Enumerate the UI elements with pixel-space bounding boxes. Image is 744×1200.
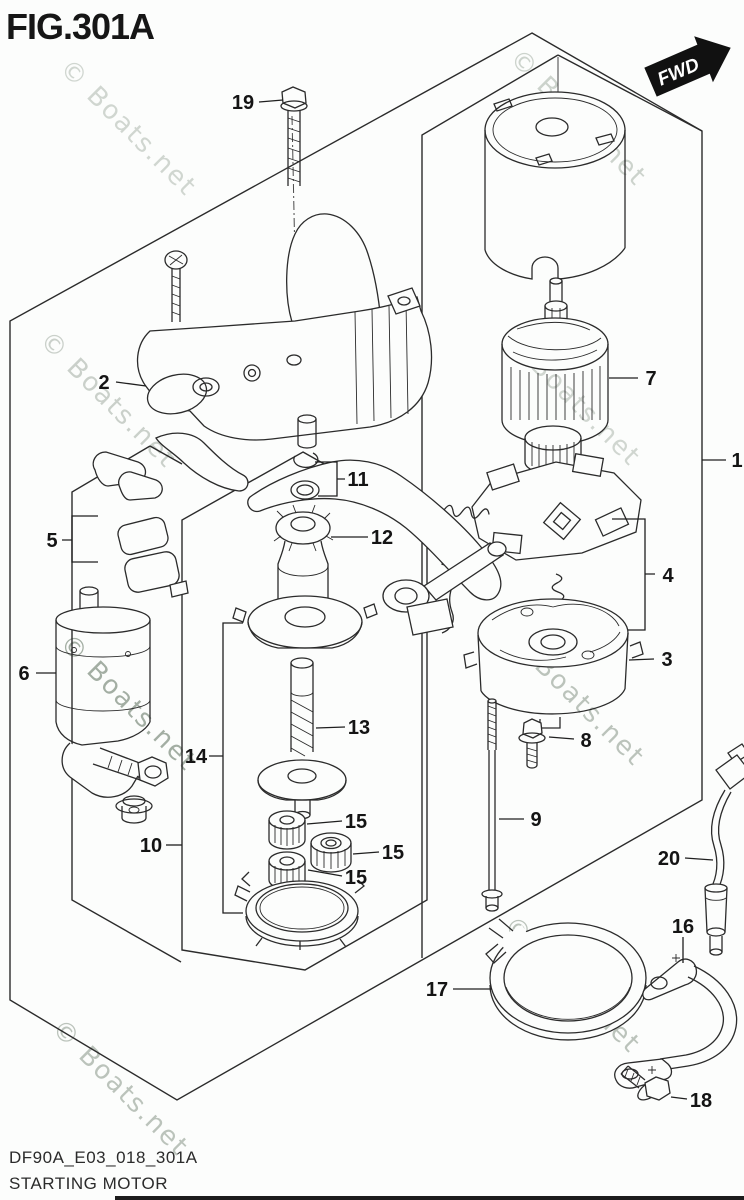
callout-18[interactable]: 18 <box>690 1090 712 1112</box>
flange-bolt-19 <box>280 86 308 186</box>
callout-1[interactable]: 1 <box>731 450 742 472</box>
callout-14[interactable]: 14 <box>185 746 208 768</box>
callout-5[interactable]: 5 <box>46 530 57 552</box>
callout-labels: 1 2 3 4 5 6 7 8 9 10 11 12 13 14 15 15 1… <box>18 92 742 1112</box>
fwd-arrow: FWD <box>644 36 731 97</box>
callout-15a[interactable]: 15 <box>345 811 367 833</box>
ring-gear-cover <box>234 871 365 950</box>
clamp-ring-17 <box>485 918 647 1041</box>
callout-4[interactable]: 4 <box>662 565 674 587</box>
callout-10[interactable]: 10 <box>140 835 162 857</box>
drive-shaft-13 <box>257 657 347 820</box>
gear-housing-2 <box>136 213 433 441</box>
bottom-bar <box>115 1196 744 1200</box>
callout-3[interactable]: 3 <box>661 649 672 671</box>
lead-wire-20 <box>704 743 744 956</box>
drawing-code: DF90A_E03_018_301A <box>9 1148 198 1167</box>
callout-6[interactable]: 6 <box>18 663 29 685</box>
brush-set-5 <box>92 451 189 598</box>
callout-20[interactable]: 20 <box>658 848 680 870</box>
drive-lever <box>155 432 507 636</box>
callout-9[interactable]: 9 <box>530 809 541 831</box>
mount-screw <box>164 250 188 322</box>
magnet-housing-3 <box>463 598 644 729</box>
through-bolt-9 <box>481 698 503 912</box>
callout-17[interactable]: 17 <box>426 979 448 1001</box>
solenoid-6 <box>55 586 169 824</box>
callout-8[interactable]: 8 <box>580 730 591 752</box>
bolt-8 <box>518 718 546 769</box>
callout-19[interactable]: 19 <box>232 92 254 114</box>
snap-rings-11 <box>290 452 320 500</box>
drawing-title: STARTING MOTOR <box>9 1174 169 1193</box>
strap-bolt-18 <box>620 1065 671 1101</box>
callout-16[interactable]: 16 <box>672 916 694 938</box>
callout-15c[interactable]: 15 <box>345 867 367 889</box>
callout-2[interactable]: 2 <box>98 372 109 394</box>
pinion-gear-12 <box>273 504 334 610</box>
callout-12[interactable]: 12 <box>371 527 393 549</box>
planet-gears-15 <box>268 810 352 890</box>
callout-leader-lines <box>36 99 726 1100</box>
callout-15b[interactable]: 15 <box>382 842 404 864</box>
figure-title: FIG.301A <box>6 6 155 47</box>
spring-cover-plate <box>232 595 378 649</box>
armature-7 <box>501 277 609 475</box>
callout-13[interactable]: 13 <box>348 717 370 739</box>
callout-7[interactable]: 7 <box>645 368 656 390</box>
bushing <box>297 414 317 449</box>
motor-housing-cap <box>484 91 626 280</box>
callout-11[interactable]: 11 <box>347 469 368 491</box>
